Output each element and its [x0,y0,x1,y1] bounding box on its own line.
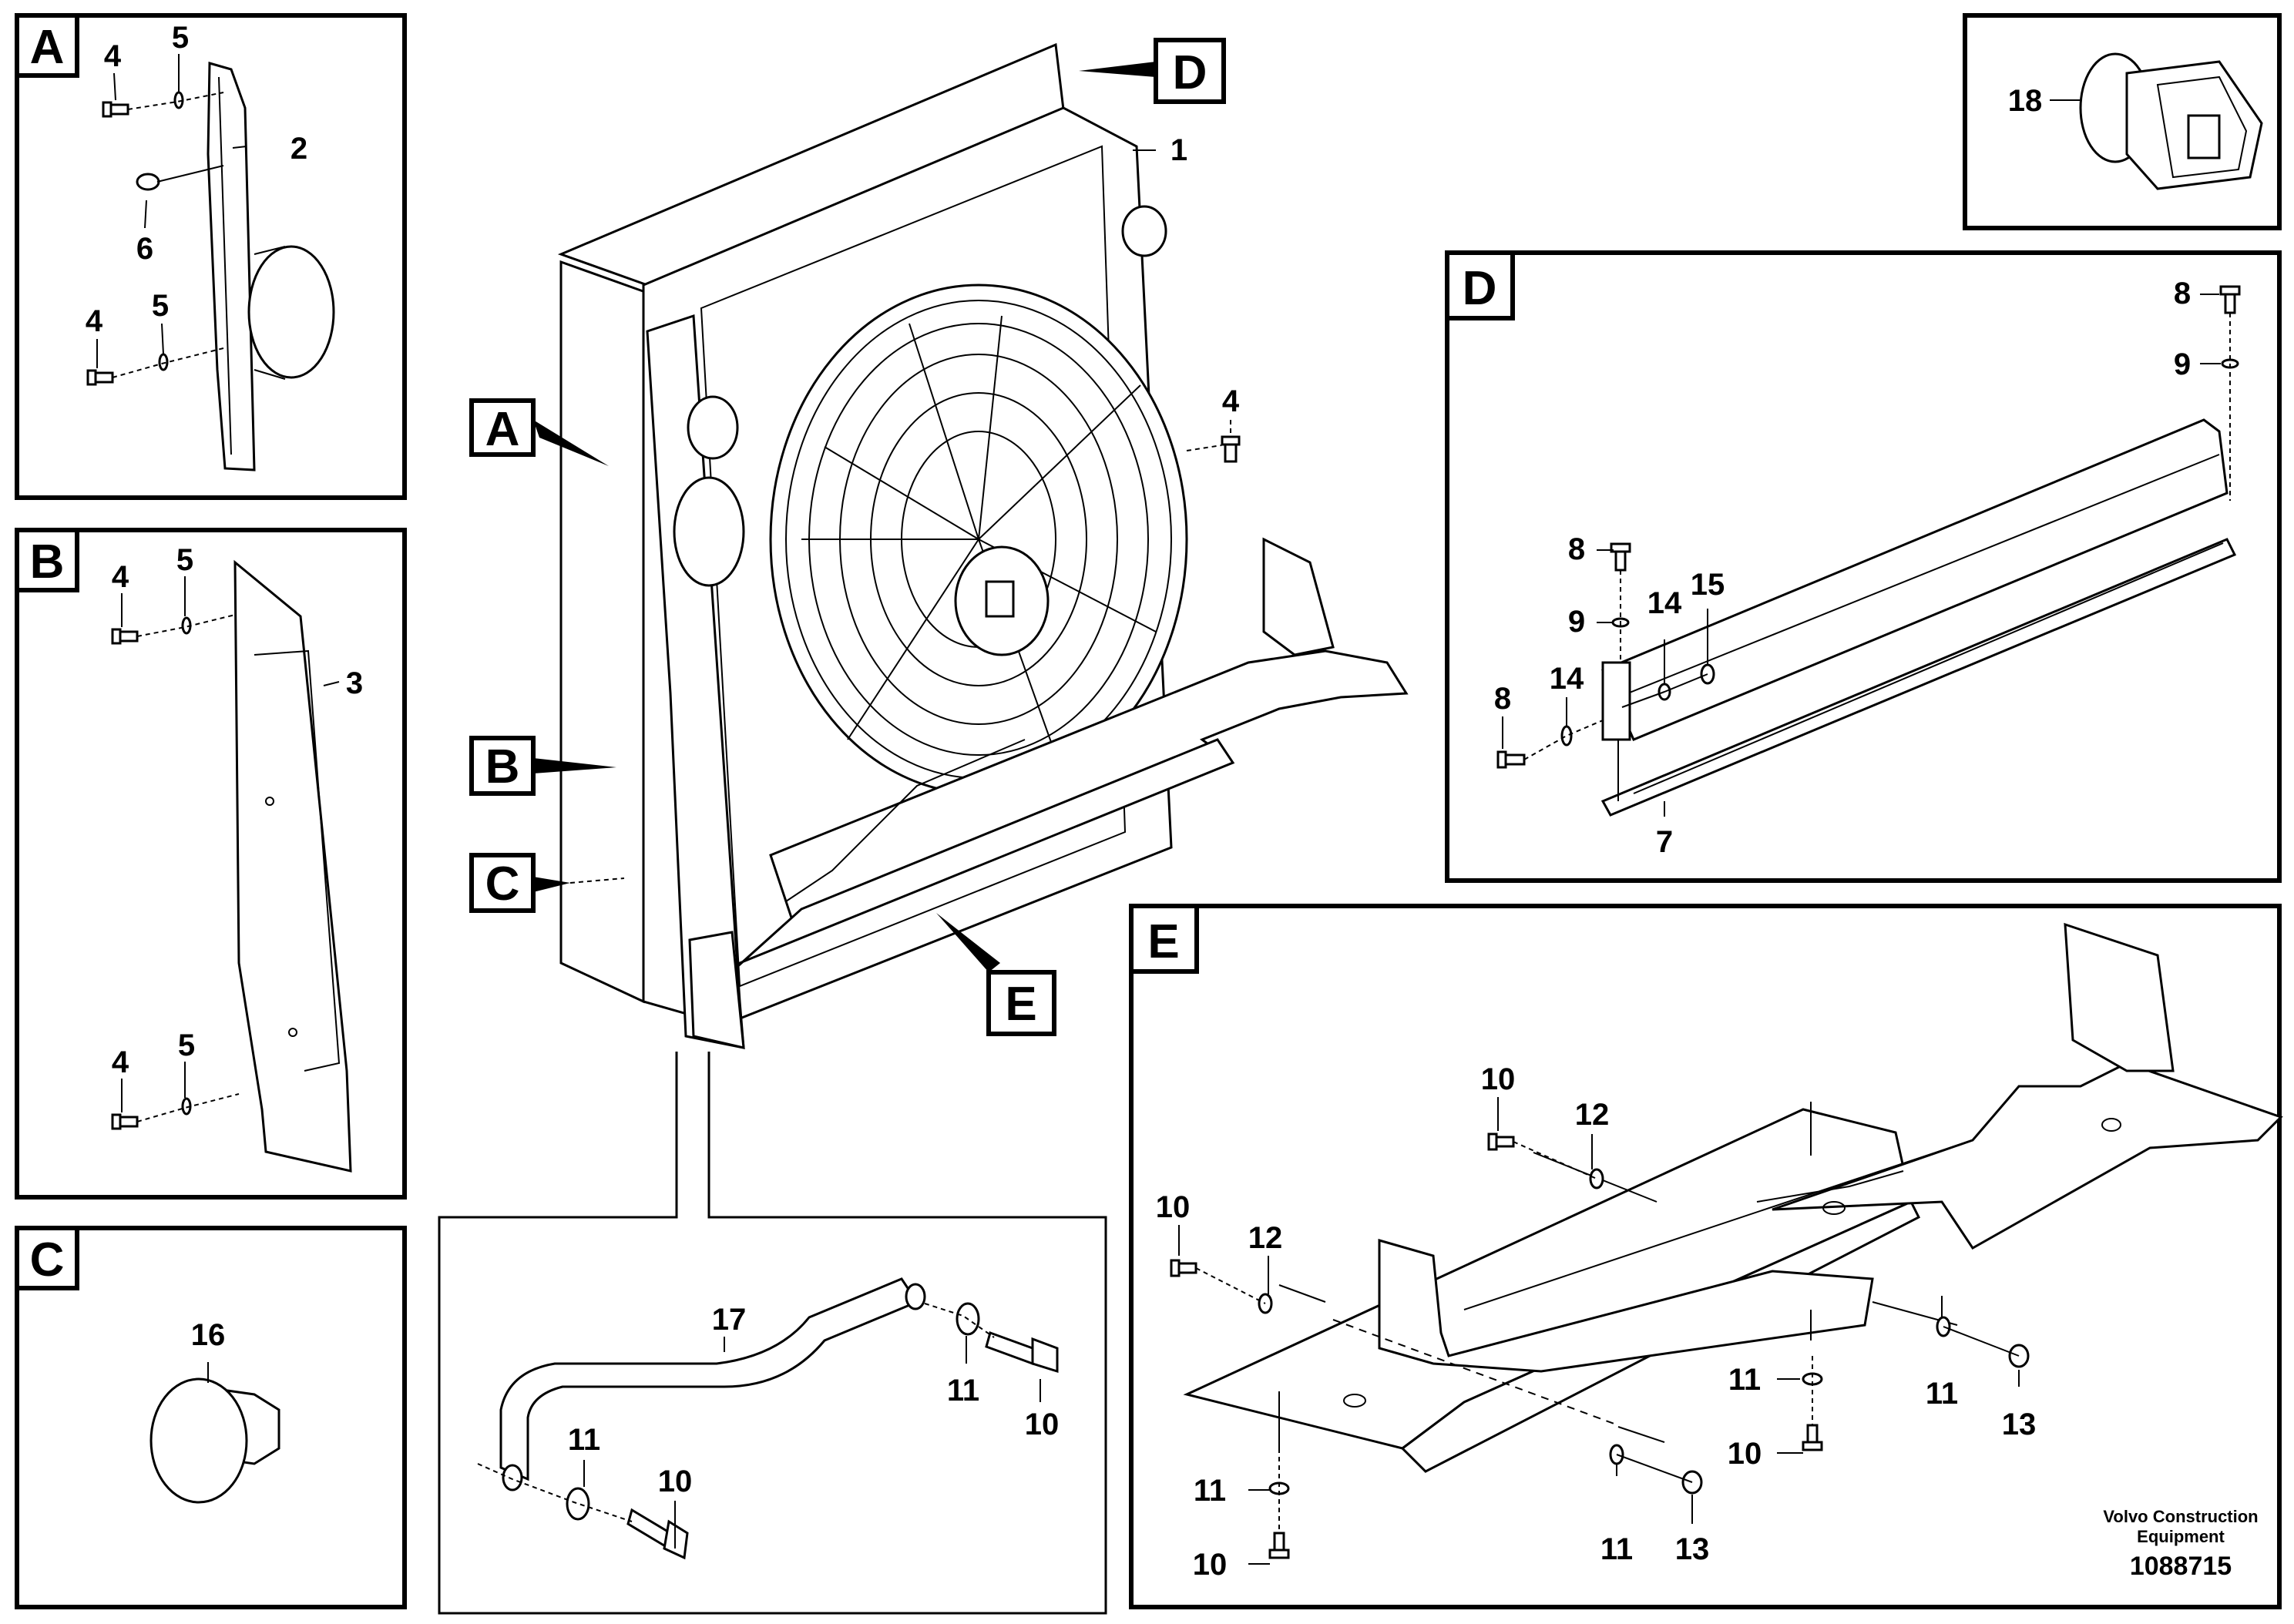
bolt-icon [1170,1259,1197,1277]
clip-icon [136,173,160,191]
callout-a[interactable]: A [469,398,609,466]
panel-detail-17: 17 11 10 11 10 [438,1052,1107,1615]
label-15: 15 [1691,568,1725,602]
label-12-b: 12 [1248,1221,1283,1255]
label-11-c: 11 [1194,1474,1226,1508]
plug-icon [149,1377,280,1504]
company-name-line2: Equipment [2137,1527,2225,1546]
bolt-icon [1802,1424,1823,1451]
bolt-icon [1496,750,1526,769]
label-5-top: 5 [172,21,189,55]
panel-c: C 16 [15,1226,407,1609]
panel-d: D 8 9 8 9 14 15 8 14 7 [1445,250,2282,883]
label-10-c: 10 [1728,1437,1762,1471]
label-10-left: 10 [658,1465,693,1498]
label-11-b: 11 [1926,1377,1958,1411]
label-9-mid: 9 [1568,605,1585,639]
side-bracket-icon [207,62,335,471]
label-5-bottom: 5 [152,289,169,323]
label-8-low: 8 [1494,682,1511,716]
label-10-a: 10 [1481,1062,1516,1096]
label-2: 2 [291,132,307,166]
panel-a-letter: A [30,21,65,74]
label-10-d: 10 [1193,1548,1228,1582]
label-13-b: 13 [1675,1532,1710,1566]
bolt-icon [111,628,139,645]
label-16: 16 [191,1318,226,1352]
label-4-top: 4 [112,560,129,594]
label-14-upper: 14 [1647,586,1682,620]
label-6: 6 [136,232,153,266]
panel-b: B 4 5 3 4 5 [15,528,407,1200]
bolt-icon [1268,1532,1290,1559]
washer-icon [1560,725,1573,747]
panel-d-letter: D [1463,262,1497,315]
drawing-number: 1088715 [2130,1552,2232,1581]
callout-c[interactable]: C [469,853,625,913]
label-4: 4 [1222,384,1240,418]
washer-icon [1589,1168,1604,1189]
label-5-bottom: 5 [178,1028,195,1062]
hose-bracket-icon [499,1277,926,1491]
lower-bracket-icon [1183,922,2283,1473]
top-rail-icon [1600,418,2237,817]
washer-icon [566,1487,590,1521]
bolt-icon [1221,435,1241,463]
label-18: 18 [2008,84,2043,118]
panel-a: A 4 5 2 6 4 5 [15,13,407,500]
washer-icon [158,353,169,371]
callout-e-letter: E [1005,978,1036,1031]
label-17: 17 [712,1303,747,1337]
callout-d[interactable]: D [1079,38,1226,104]
label-1: 1 [1171,133,1187,167]
bolt-icon [111,1113,139,1130]
callout-a-letter: A [485,403,520,456]
callout-c-letter: C [485,857,520,911]
callout-d-letter: D [1173,46,1207,99]
bolt-icon [102,101,129,118]
company-name-line1: Volvo Construction [2103,1507,2258,1526]
label-8-mid: 8 [1568,532,1585,566]
label-5-top: 5 [176,543,193,577]
connector-icon [2079,52,2263,190]
bolt-icon [1610,542,1631,572]
label-13-a: 13 [2002,1408,2037,1441]
label-4-bottom: 4 [86,304,103,338]
label-11-left: 11 [568,1423,600,1457]
bolt-icon [985,1331,1059,1374]
radiator-assembly-icon: 4 1 [557,42,1409,1049]
callout-e[interactable]: E [936,913,1056,1036]
label-11-d: 11 [1600,1532,1633,1566]
label-11-a: 11 [1728,1363,1761,1397]
label-11-right: 11 [947,1374,979,1408]
label-9-top: 9 [2174,347,2191,381]
bolt-icon [86,369,114,386]
callout-b-letter: B [485,740,520,794]
panel-e-letter: E [1147,915,1179,968]
label-7: 7 [1656,825,1673,859]
label-4-top: 4 [104,39,122,73]
panel-18: 18 [1963,13,2282,230]
panel-c-letter: C [30,1233,65,1287]
label-3: 3 [346,666,363,700]
label-10-b: 10 [1156,1190,1191,1224]
label-12-a: 12 [1575,1098,1610,1132]
panel-e: E [1129,904,2283,1609]
bolt-icon [2219,285,2241,314]
side-shield-icon [233,559,352,1173]
label-8-top: 8 [2174,277,2191,310]
bolt-icon [626,1508,689,1560]
label-10-right: 10 [1025,1408,1060,1441]
label-4-bottom: 4 [112,1045,129,1079]
panel-b-letter: B [30,535,65,589]
bolt-icon [1487,1132,1515,1151]
fan-hub-icon [954,545,1050,656]
label-14-lower: 14 [1550,662,1584,696]
callout-b[interactable]: B [469,736,616,796]
